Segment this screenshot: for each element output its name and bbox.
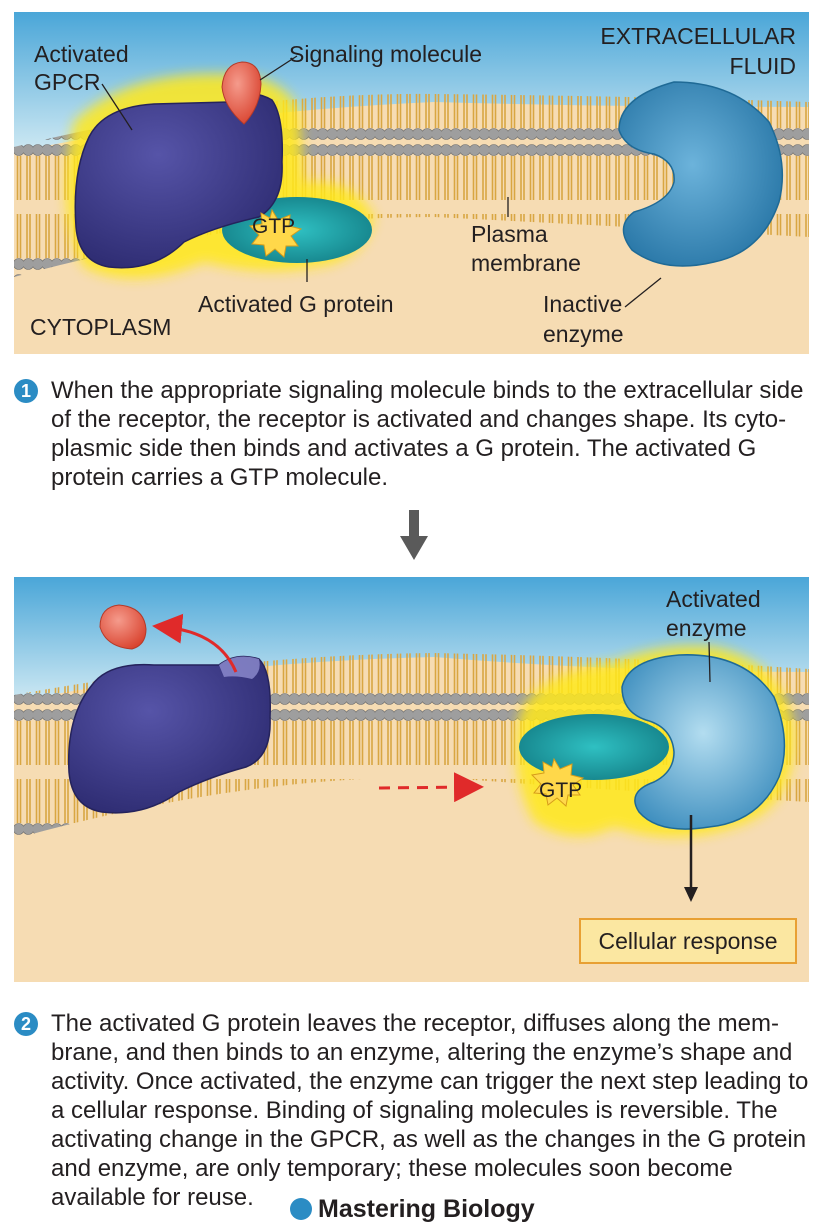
- g-protein-2: [519, 714, 669, 780]
- activated-enzyme: [621, 654, 786, 830]
- gtp-burst: [248, 208, 303, 258]
- label-plasma-2: membrane: [471, 250, 581, 276]
- label-activated-gpcr-1: Activated: [34, 41, 129, 67]
- gtp-label-2: GTP: [539, 779, 582, 802]
- leader-gpcr: [101, 83, 133, 131]
- diffusion-arrow: [378, 772, 484, 803]
- step-2-text: The activated G protein leaves the recep…: [51, 1010, 809, 1211]
- inactive-enzyme: [618, 81, 784, 267]
- label-activated-g-protein: Activated G protein: [198, 291, 394, 317]
- release-arrow: [152, 613, 238, 673]
- label-cytoplasm: CYTOPLASM: [30, 314, 171, 340]
- label-activated-enzyme-1: Activated: [666, 586, 761, 612]
- diagram-panel-2: GTP Cellular response Activated enzyme: [14, 577, 809, 982]
- label-cellular-response: Cellular response: [599, 928, 778, 954]
- step-2-number: 2: [14, 1012, 38, 1036]
- leader-signal: [259, 55, 298, 81]
- mastering-biology-brand[interactable]: Mastering Biology: [290, 1195, 535, 1224]
- step-2-description: 2 The activated G protein leaves the rec…: [14, 1009, 814, 1212]
- label-inactive-1: Inactive: [543, 291, 622, 317]
- down-arrow-icon: [400, 510, 428, 560]
- label-activated-enzyme-2: enzyme: [666, 615, 747, 641]
- gtp-burst-2: [530, 757, 585, 807]
- label-plasma-1: Plasma: [471, 221, 548, 247]
- brand-label: Mastering Biology: [318, 1195, 535, 1223]
- step-1-description: 1 When the appropriate signaling molecul…: [14, 376, 814, 492]
- step-1-number: 1: [14, 379, 38, 403]
- gtp-label: GTP: [252, 215, 295, 238]
- leader-activated-enzyme: [708, 641, 711, 683]
- panel-2-svg: GTP Cellular response Activated enzyme: [14, 577, 809, 982]
- label-activated-gpcr-2: GPCR: [34, 69, 100, 95]
- panel-1-svg: GTP Activated GPCR Signaling molecule EX…: [14, 12, 809, 354]
- response-arrow-head: [684, 887, 698, 902]
- leader-enzyme: [624, 277, 662, 308]
- cellular-response-box: [579, 918, 797, 964]
- label-inactive-2: enzyme: [543, 321, 624, 347]
- diagram-panel-1: GTP Activated GPCR Signaling molecule EX…: [14, 12, 809, 354]
- label-signaling-molecule: Signaling molecule: [289, 41, 482, 67]
- signaling-molecule: [221, 61, 262, 125]
- mastering-biology-icon: [290, 1198, 312, 1220]
- label-extracellular-2: FLUID: [730, 53, 796, 79]
- released-signaling-molecule: [99, 604, 147, 650]
- label-extracellular-1: EXTRACELLULAR: [600, 23, 796, 49]
- step-1-text: When the appropriate signaling molecule …: [51, 377, 804, 491]
